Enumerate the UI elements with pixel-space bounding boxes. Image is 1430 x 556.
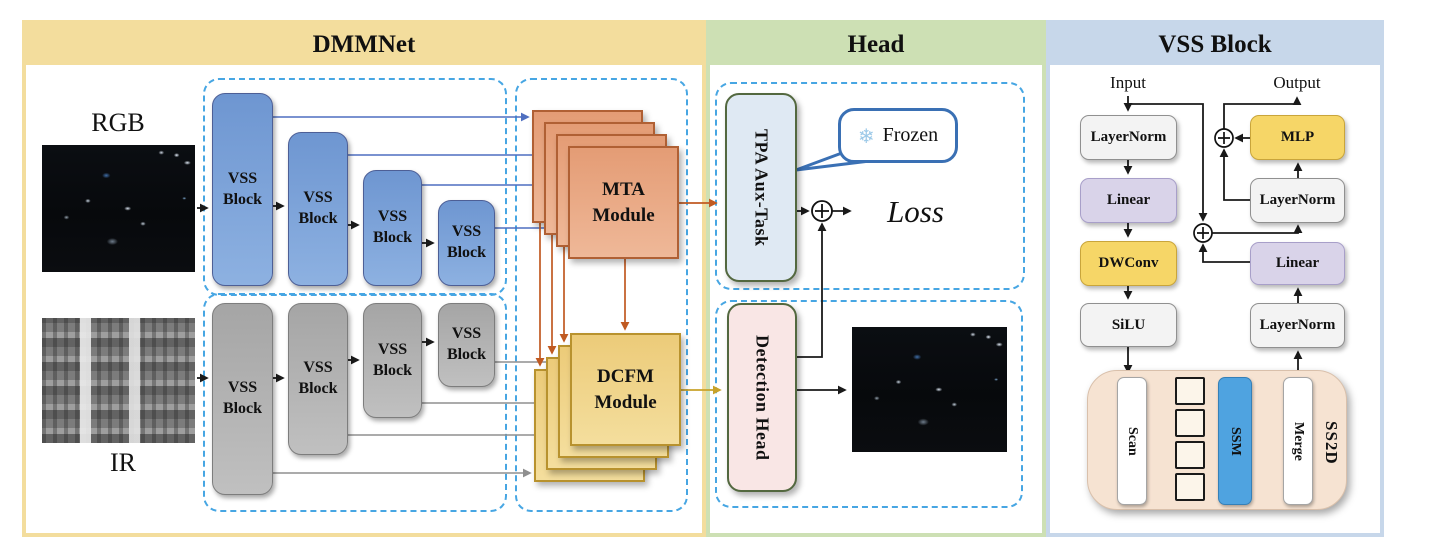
ir-label: IR	[110, 448, 136, 477]
dcfm-module: DCFM Module	[570, 333, 681, 446]
mlp-box: MLP	[1250, 115, 1345, 160]
detection-output-image	[852, 327, 1007, 452]
vss-block-rgb-1: VSS Block	[212, 93, 273, 286]
merge-box: Merge	[1283, 377, 1313, 505]
rgb-encoder-dashed-box	[203, 78, 507, 296]
fusion-dashed-box	[515, 78, 688, 512]
rgb-input-image	[42, 145, 195, 272]
frozen-label: Frozen	[882, 124, 939, 146]
loss-label: Loss	[887, 194, 944, 229]
panel-title-head: Head	[710, 24, 1042, 65]
scan-order-left-icon	[1175, 409, 1205, 437]
panel-title-vss-block: VSS Block	[1050, 24, 1380, 65]
vss-block-ir-3: VSS Block	[363, 303, 422, 418]
ir-input-image	[42, 318, 195, 443]
detection-head-box: Detection Head	[727, 303, 797, 492]
panel-dmmnet: DMMNet	[22, 20, 706, 537]
vss-block-rgb-2: VSS Block	[288, 132, 348, 286]
scan-order-right-icon	[1175, 377, 1205, 405]
ss2d-label: SS2D	[1322, 421, 1341, 465]
vss-block-ir-4: VSS Block	[438, 303, 495, 387]
linear-box: Linear	[1250, 242, 1345, 285]
frozen-callout: ❄ Frozen	[838, 108, 958, 163]
layernorm-box: LayerNorm	[1250, 303, 1345, 348]
scan-order-down-icon	[1175, 473, 1205, 501]
panel-title-dmmnet: DMMNet	[26, 24, 702, 65]
mta-module: MTA Module	[568, 146, 679, 259]
rgb-label: RGB	[91, 108, 145, 137]
detection-dashed-box	[715, 300, 1023, 508]
linear-box: Linear	[1080, 178, 1177, 223]
silu-box: SiLU	[1080, 303, 1177, 347]
vss-block-rgb-4: VSS Block	[438, 200, 495, 286]
output-label: Output	[1273, 73, 1321, 92]
vss-block-rgb-3: VSS Block	[363, 170, 422, 286]
vss-block-ir-1: VSS Block	[212, 303, 273, 495]
ssm-box: SSM	[1218, 377, 1252, 505]
vss-block-ir-2: VSS Block	[288, 303, 348, 455]
input-label: Input	[1110, 73, 1146, 92]
tpa-aux-task-box: TPA Aux-Task	[725, 93, 797, 282]
layernorm-box: LayerNorm	[1080, 115, 1177, 160]
snowflake-icon: ❄	[857, 123, 875, 148]
scan-box: Scan	[1117, 377, 1147, 505]
aux-task-dashed-box	[715, 82, 1025, 290]
dwconv-box: DWConv	[1080, 241, 1177, 286]
scan-order-up-icon	[1175, 441, 1205, 469]
layernorm-box: LayerNorm	[1250, 178, 1345, 223]
